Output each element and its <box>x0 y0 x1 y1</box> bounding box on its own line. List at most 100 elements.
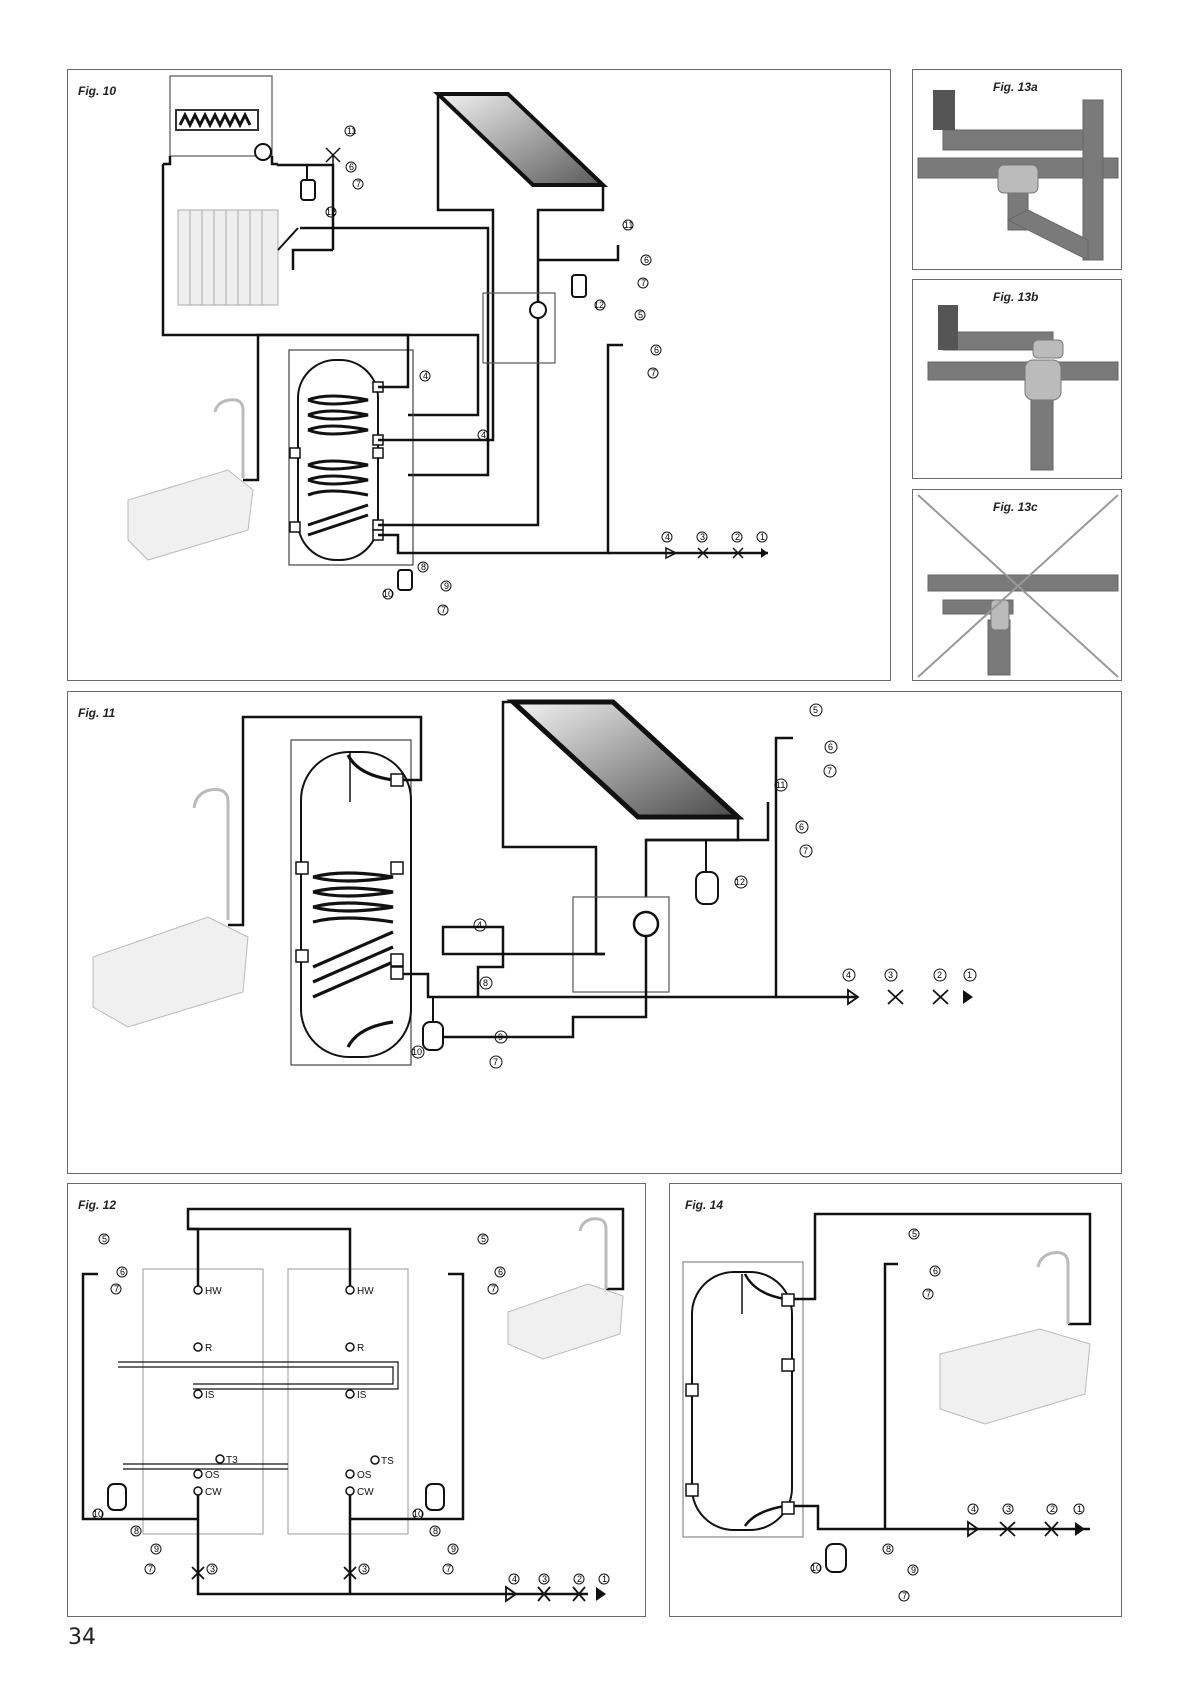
callout-12b: 12 <box>594 300 604 310</box>
callout-3: 3 <box>1006 1504 1011 1514</box>
callout-10: 10 <box>93 1509 103 1519</box>
figure-11-diagram: 4 3 2 1 5 6 7 11 6 7 12 8 9 7 10 4 <box>92 699 977 1069</box>
crossed-out-mark <box>917 494 1119 678</box>
callout-4: 4 <box>665 532 670 542</box>
page-number: 34 <box>68 1625 96 1650</box>
solar-collector <box>433 92 608 187</box>
sensor-is-2: IS <box>357 1390 367 1401</box>
callout-7b: 7 <box>641 278 646 288</box>
solar-pump <box>529 301 547 319</box>
callout-3: 3 <box>700 532 705 542</box>
figure-13c-label: Fig. 13c <box>993 500 1038 514</box>
figure-12-label: Fig. 12 <box>78 1198 117 1212</box>
figure-10-panel: Fig. 10 11 6 7 12 <box>67 69 891 681</box>
sensor-r-1: R <box>205 1343 212 1354</box>
callout-4: 4 <box>971 1504 976 1514</box>
callout-4b: 4 <box>423 371 428 381</box>
radiator <box>177 209 279 306</box>
callout-10b: 10 <box>413 1509 423 1519</box>
sensor-os-1: OS <box>205 1470 220 1481</box>
callout-10: 10 <box>383 589 393 599</box>
figure-13c-diagram <box>917 494 1119 678</box>
callout-5: 5 <box>102 1234 107 1244</box>
sensor-is-1: IS <box>205 1390 215 1401</box>
figure-11-panel: Fig. 11 <box>67 691 1122 1174</box>
figure-10-label: Fig. 10 <box>78 84 117 98</box>
callout-4: 4 <box>846 970 851 980</box>
sensor-ts: TS <box>381 1456 394 1467</box>
callout-5: 5 <box>638 310 643 320</box>
sensor-hw-1: HW <box>205 1286 222 1297</box>
callout-9: 9 <box>498 1032 503 1042</box>
figure-13b-diagram <box>927 305 1119 471</box>
callout-2: 2 <box>577 1574 582 1584</box>
callout-6b: 6 <box>644 255 649 265</box>
sensor-os-2: OS <box>357 1470 372 1481</box>
figure-14-label: Fig. 14 <box>685 1198 724 1212</box>
callout-7: 7 <box>827 766 832 776</box>
callout-6b: 6 <box>498 1267 503 1277</box>
callout-3c: 3 <box>542 1574 547 1584</box>
callout-6: 6 <box>349 162 354 172</box>
figure-13c-panel: Fig. 13c <box>912 489 1122 681</box>
callout-7c: 7 <box>651 368 656 378</box>
storage-tank <box>297 359 379 561</box>
solar-station <box>482 292 556 364</box>
boiler-burner <box>175 109 259 131</box>
callout-12: 12 <box>326 207 336 217</box>
callout-4b: 4 <box>477 920 482 930</box>
callout-7: 7 <box>356 179 361 189</box>
tank-2 <box>287 1268 409 1535</box>
sensor-hw-2: HW <box>357 1286 374 1297</box>
figure-13a-diagram <box>917 90 1119 261</box>
figure-14-diagram: 4 3 2 1 5 6 7 8 9 7 10 <box>682 1212 1092 1602</box>
callout-7: 7 <box>926 1289 931 1299</box>
callout-6c: 6 <box>654 345 659 355</box>
figure-11-label: Fig. 11 <box>78 706 116 720</box>
figure-12-diagram: HW R IS T3 OS CW HW R IS TS OS CW 3 3 4 … <box>81 1207 625 1603</box>
figure-12-panel: Fig. 12 HW R IS T3 OS CW HW R IS TS OS C… <box>67 1183 646 1617</box>
callout-2: 2 <box>735 532 740 542</box>
figure-14-panel: Fig. 14 4 3 2 1 5 6 7 8 9 7 10 <box>669 1183 1122 1617</box>
solar-expansion-vessel <box>695 871 719 905</box>
solar-pump <box>632 910 660 938</box>
callout-7d: 7 <box>441 605 446 615</box>
tank-1 <box>142 1268 264 1535</box>
callout-4: 4 <box>512 1574 517 1584</box>
callout-11: 11 <box>776 780 785 790</box>
callout-9: 9 <box>154 1544 159 1554</box>
callout-7b: 7 <box>491 1284 496 1294</box>
storage-tank-frame <box>682 1261 804 1538</box>
figure-13a-label: Fig. 13a <box>993 80 1038 94</box>
figure-10-diagram: 11 6 7 12 11 6 7 <box>127 75 768 616</box>
callout-11b: 11 <box>624 220 633 230</box>
expansion-vessel <box>422 1021 444 1051</box>
callout-8b: 8 <box>433 1526 438 1536</box>
storage-tank <box>300 751 412 1058</box>
callout-8: 8 <box>134 1526 139 1536</box>
callout-1: 1 <box>602 1574 607 1584</box>
callout-11: 11 <box>347 126 356 136</box>
sensor-cw-1: CW <box>205 1487 222 1498</box>
callout-1: 1 <box>967 970 972 980</box>
callout-5: 5 <box>813 705 818 715</box>
callout-7b: 7 <box>803 846 808 856</box>
callout-9: 9 <box>444 581 449 591</box>
callout-10: 10 <box>412 1047 422 1057</box>
callout-4c: 4 <box>481 430 486 440</box>
sensor-t3: T3 <box>226 1455 238 1466</box>
solar-station <box>572 896 670 993</box>
callout-8: 8 <box>483 978 488 988</box>
boiler-pump <box>254 143 272 161</box>
callout-2: 2 <box>1050 1504 1055 1514</box>
callout-12: 12 <box>735 877 745 887</box>
storage-tank-frame <box>288 349 414 566</box>
callout-6: 6 <box>828 742 833 752</box>
callout-7c: 7 <box>493 1057 498 1067</box>
callout-7c: 7 <box>148 1564 153 1574</box>
callout-6: 6 <box>933 1266 938 1276</box>
callout-7d: 7 <box>446 1564 451 1574</box>
callout-9: 9 <box>911 1565 916 1575</box>
callout-9b: 9 <box>451 1544 456 1554</box>
callout-7b: 7 <box>902 1591 907 1601</box>
